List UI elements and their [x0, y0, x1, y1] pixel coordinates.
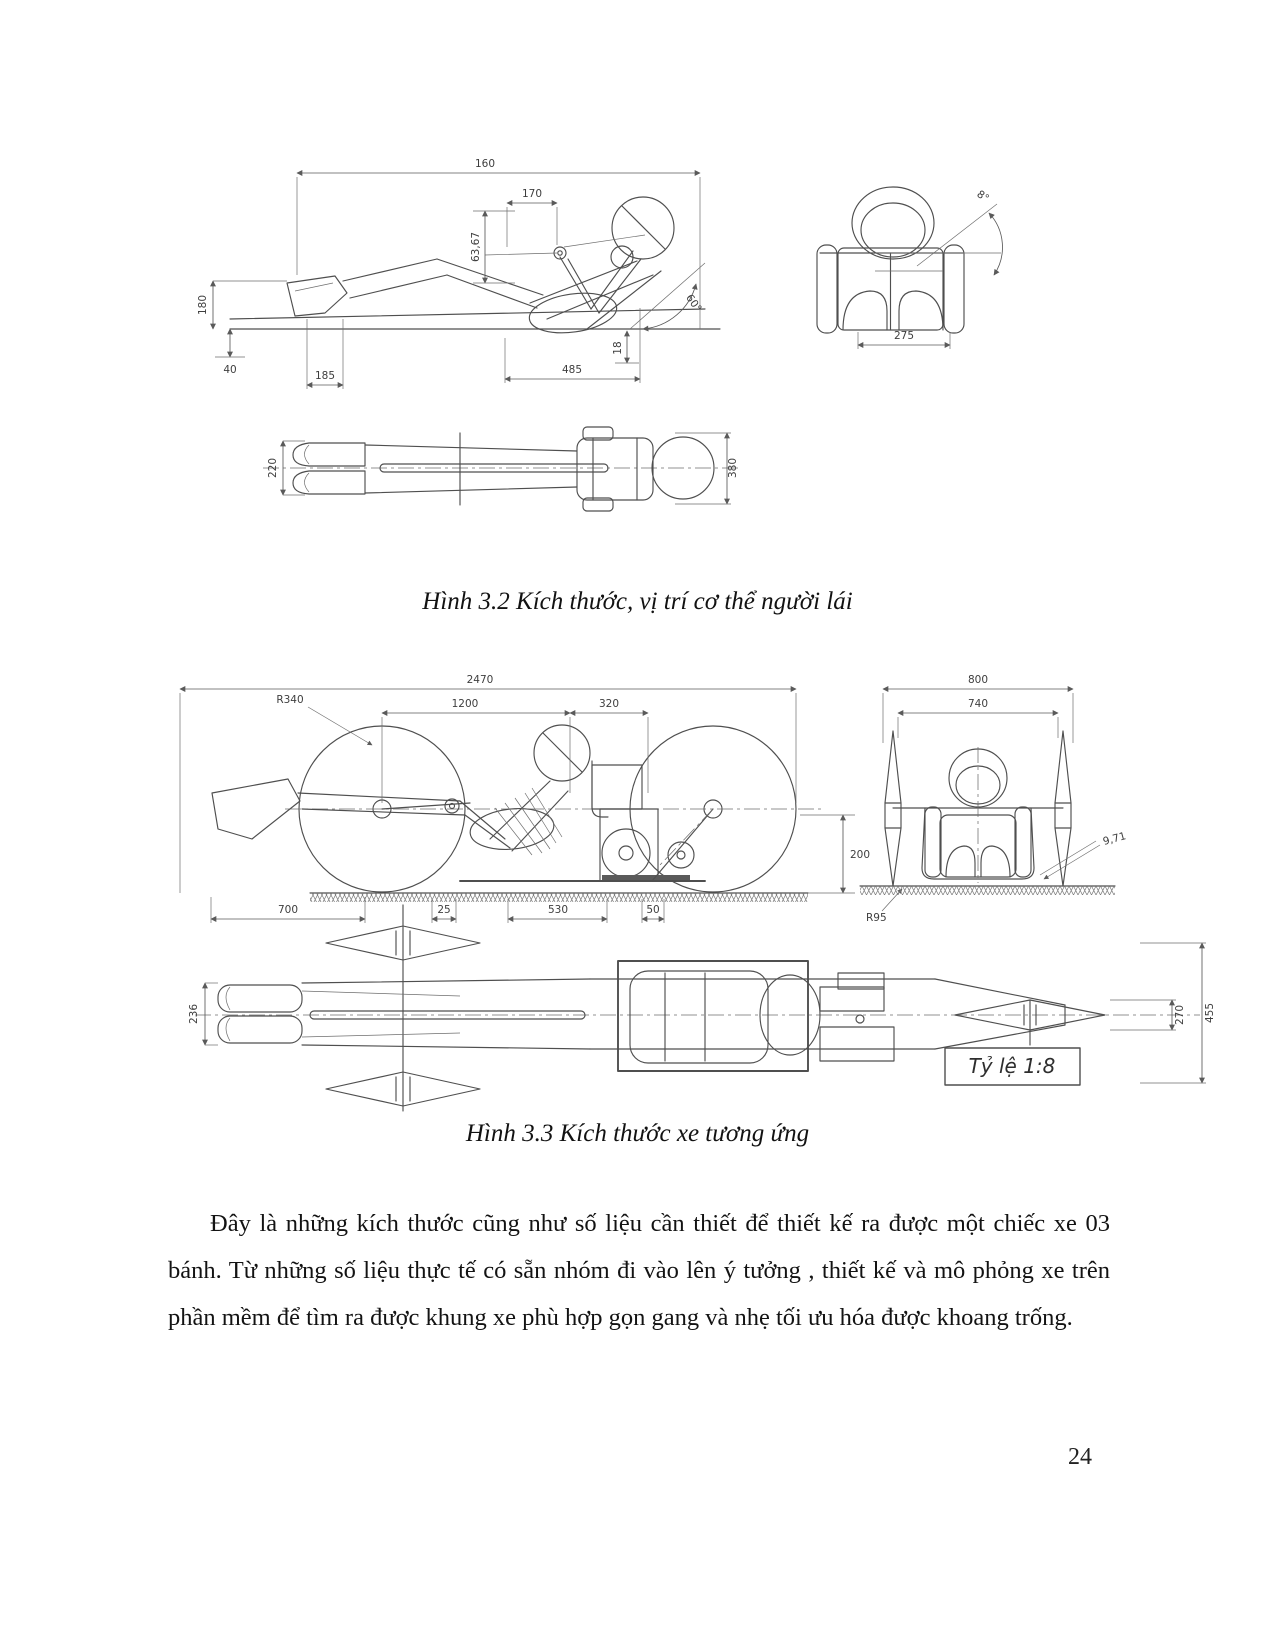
- dim-pivot-height: 63,67: [470, 232, 482, 262]
- rider-top-view: 220 380: [263, 426, 740, 512]
- dim-overall-length: 2470: [467, 674, 494, 686]
- figure-3-3-caption: Hình 3.3 Kích thước xe tương ứng: [465, 1120, 810, 1147]
- dim-seat-distance: 485: [562, 364, 582, 376]
- figure-3-2-drawing: 160 170 63,67 180 40 185 485: [197, 158, 1003, 512]
- dim-wheel-radius: R340: [276, 694, 303, 706]
- dim-ground-clearance: 200: [850, 849, 870, 861]
- dim-body-length: 160: [475, 158, 495, 170]
- vehicle-side-view: [211, 724, 822, 902]
- dim-rear-axle-span: 530: [548, 904, 568, 916]
- dim-foot-length: 185: [315, 370, 335, 382]
- vehicle-front-view: 800 740: [859, 674, 1128, 895]
- body-paragraph: Đây là những kích thước cũng như số liệu…: [168, 1210, 1110, 1331]
- dim-camber: 9,71: [1102, 830, 1128, 848]
- dim-heel-drop: 40: [223, 364, 236, 376]
- dim-overall-width: 800: [968, 674, 988, 686]
- dim-backrest-angle: 60°: [683, 292, 704, 314]
- dim-rear-hub-width: 270: [1174, 1005, 1186, 1025]
- dim-head-tilt: 8°: [974, 188, 991, 205]
- dim-rear-section: 320: [599, 698, 619, 710]
- dim-gap: 25: [437, 904, 450, 916]
- vehicle-top-view: 236 270 455: [188, 904, 1216, 1112]
- dim-shoulder-width: 275: [894, 330, 914, 342]
- rider-side-view: [229, 196, 721, 334]
- dim-fillet-radius: R95: [866, 912, 887, 924]
- rider-side-dimensions: 160 170 63,67 180 40 185 485: [197, 158, 706, 389]
- dim-frame-width: 455: [1204, 1003, 1216, 1023]
- dim-body-width-top: 236: [188, 1004, 200, 1024]
- dim-shoulder-depth-top: 380: [727, 458, 739, 478]
- scale-label: Tỷ lệ 1:8: [969, 1054, 1056, 1078]
- dim-front-overhang: 700: [278, 904, 298, 916]
- vehicle-side-dimensions: 2470 1200 320 R340 200 700 25: [179, 674, 903, 924]
- dim-foot-height: 180: [197, 295, 209, 315]
- dim-track-width: 740: [968, 698, 988, 710]
- figure-3-2-caption: Hình 3.2 Kích thước, vị trí cơ thể người…: [422, 588, 853, 615]
- rider-front-view: 8° 275: [816, 186, 1003, 349]
- dim-wheelbase: 1200: [452, 698, 479, 710]
- figure-3-3-drawing: 2470 1200 320 R340 200 700 25: [179, 674, 1216, 1112]
- dim-hip-offset: 18: [612, 341, 624, 354]
- scale-box: Tỷ lệ 1:8: [944, 1047, 1081, 1086]
- dim-body-width-top: 220: [267, 458, 279, 478]
- dim-handlebar-offset: 170: [522, 188, 542, 200]
- page-number: 24: [1068, 1444, 1092, 1470]
- dim-tail: 50: [646, 904, 659, 916]
